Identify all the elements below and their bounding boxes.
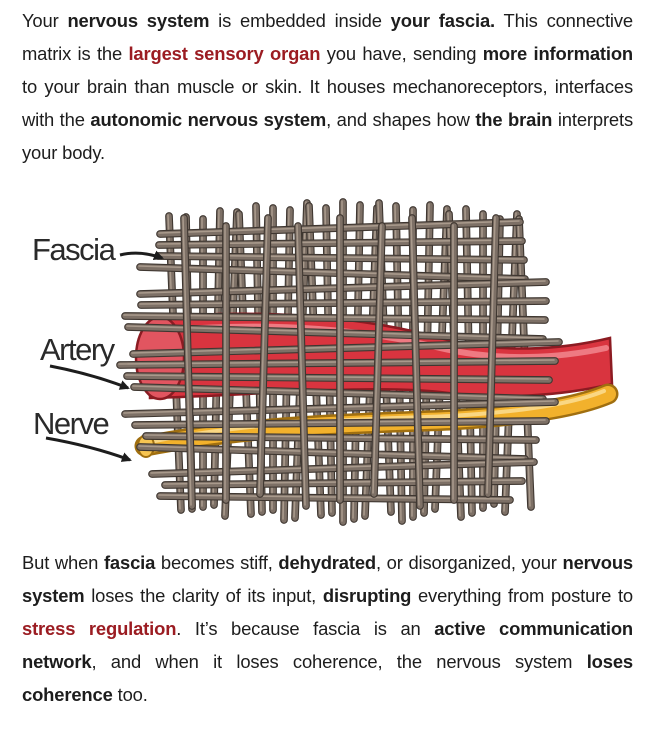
intro-paragraph: Your nervous system is embedded inside y…: [22, 4, 633, 169]
vertical-fiber-front-highlight: [410, 216, 420, 506]
intro-bold-the-brain: the brain: [475, 109, 553, 130]
vertical-fiber-front-fill: [295, 223, 309, 509]
vertical-fiber-front-fill: [485, 215, 499, 497]
outro-text: loses the clarity of its input,: [84, 585, 323, 606]
horizontal-fiber-highlight: [138, 265, 525, 279]
intro-text: , and shapes how: [326, 109, 476, 130]
vertical-fiber-front-highlight: [296, 224, 306, 506]
label-artery: Artery: [40, 332, 116, 367]
outro-bold-loses-coherence: loses coherence: [22, 651, 633, 705]
horizontal-fiber-fill: [122, 313, 548, 323]
label-fascia: Fascia: [32, 232, 117, 267]
outro-bold-fascia: fascia: [103, 552, 156, 573]
fascia-illustration: Fascia Artery Nerve: [0, 188, 655, 540]
outro-bold-disrupting: disrupting: [322, 585, 412, 606]
arrow-nerve: [45, 436, 132, 462]
outro-text: But when: [22, 552, 104, 573]
horizontal-fiber-fill: [137, 264, 528, 282]
outro-text: , and when it loses coherence, the nervo…: [91, 651, 587, 672]
outro-text: everything from posture to: [411, 585, 633, 606]
vertical-fiber-front-highlight: [372, 224, 382, 494]
label-nerve: Nerve: [33, 406, 108, 441]
outro-text: too.: [112, 684, 148, 705]
vertical-fiber-front-fill: [371, 223, 385, 497]
outro-text: , or disorganized, your: [376, 552, 563, 573]
intro-text: interprets your body.: [22, 109, 634, 163]
horizontal-fiber-highlight: [126, 325, 543, 339]
vertical-fiber-front-highlight: [182, 216, 192, 506]
horizontal-fiber-highlight: [138, 445, 525, 459]
intro-highlight-largest-sensory-organ: largest sensory organ: [128, 43, 321, 64]
horizontal-fiber-fill: [125, 324, 546, 342]
vertical-fiber-front-fill: [257, 215, 271, 497]
horizontal-fiber-fill: [130, 339, 562, 357]
outro-text: . It’s because fascia is an: [176, 618, 435, 639]
intro-text: Your: [22, 10, 68, 31]
fascia-fibers-vertical-front: [180, 214, 500, 510]
vertical-fiber-front-highlight: [258, 216, 268, 494]
horizontal-fiber-fill: [137, 444, 528, 462]
outro-paragraph: But when fascia becomes stiff, dehydrate…: [22, 546, 633, 711]
outro-bold-nervous-system: nervous system: [22, 552, 633, 606]
intro-bold-autonomic-nervous-system: autonomic nervous system: [90, 109, 327, 130]
intro-text: you have, sending: [320, 43, 483, 64]
intro-text: This connective matrix is the: [22, 10, 633, 64]
intro-text: to your brain than muscle or skin. It ho…: [22, 76, 633, 130]
intro-bold-more-information: more information: [482, 43, 633, 64]
intro-bold-your-fascia: your fascia.: [390, 10, 495, 31]
outro-text: becomes stiff,: [155, 552, 279, 573]
intro-text: is embedded inside: [209, 10, 391, 31]
horizontal-fiber-highlight: [123, 314, 545, 320]
horizontal-fiber-highlight: [131, 340, 559, 354]
vertical-fiber-front-highlight: [486, 216, 496, 494]
vertical-fiber-front-fill: [181, 215, 195, 509]
nerve-highlight: [148, 389, 606, 444]
vertical-fiber-front-fill: [409, 215, 423, 509]
fascia-diagram: Fascia Artery Nerve: [32, 198, 619, 526]
arrow-fascia: [119, 250, 164, 260]
outro-bold-dehydrated: dehydrated: [278, 552, 377, 573]
outro-bold-active-communication-network: active communication network: [22, 618, 634, 672]
outro-highlight-stress-regulation: stress regulation: [22, 618, 177, 639]
intro-bold-nervous-system: nervous system: [67, 10, 210, 31]
arrow-artery: [49, 364, 130, 390]
